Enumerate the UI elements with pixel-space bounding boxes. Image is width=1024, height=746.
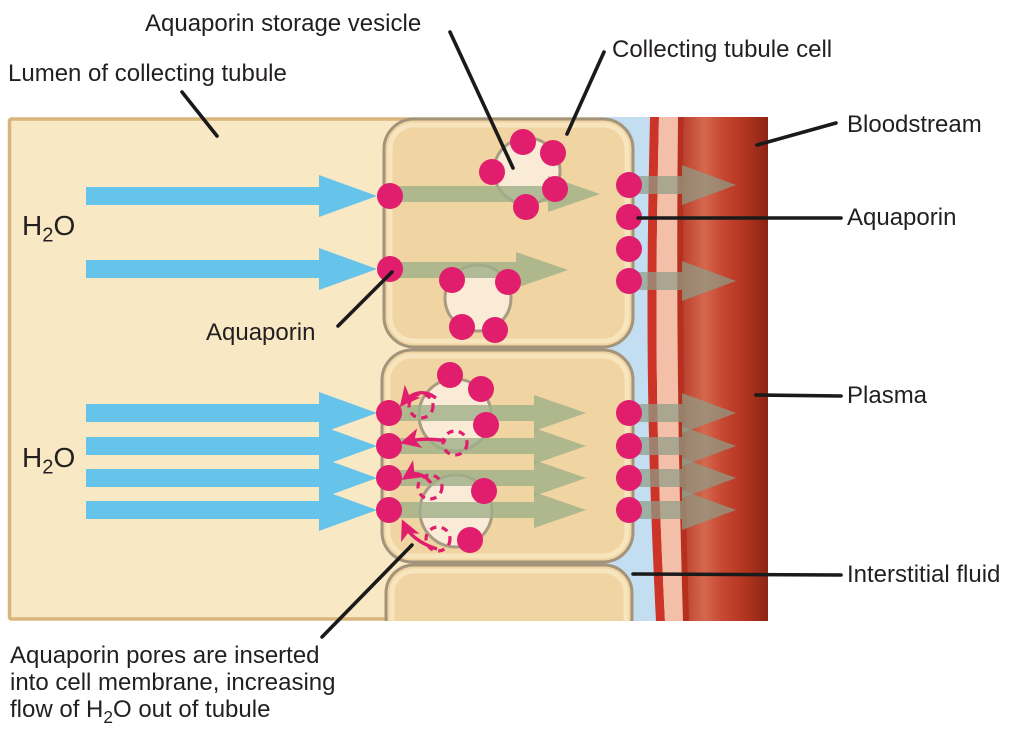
label-aquaporin-left: Aquaporin (206, 319, 316, 346)
water-flow-arrow (392, 492, 586, 528)
caption-aquaporin-insertion: Aquaporin pores are inserted into cell m… (10, 642, 336, 725)
aquaporin-dot (616, 465, 642, 491)
aquaporin-dot (471, 478, 497, 504)
aquaporin-dot (457, 527, 483, 553)
water-flow-arrow (631, 458, 736, 498)
water-flow-arrow (393, 252, 568, 288)
aquaporin-dot (377, 256, 403, 282)
leader-interstitial (631, 572, 843, 577)
aquaporin-dots (376, 129, 642, 553)
leader-caption (320, 543, 414, 639)
leader-lines (180, 30, 843, 639)
caption-line-3: flow of H2O out of tubule (10, 696, 336, 725)
label-storage-vesicle: Aquaporin storage vesicle (145, 10, 422, 37)
collecting-tubule-cell-2 (380, 348, 635, 564)
label-h2o-upper: H2O (22, 210, 76, 246)
capillary-wall-edge (677, 117, 690, 621)
h2o-tail: O (53, 210, 76, 241)
aquaporin-dot (510, 129, 536, 155)
aquaporin-dot (616, 433, 642, 459)
cell-inner-highlight (387, 122, 630, 344)
capillary-wall-outer (647, 117, 665, 621)
insertion-arrow (400, 428, 447, 448)
water-flow-arrow (631, 261, 736, 301)
h2o-base: H (22, 442, 43, 473)
leader-lumen (180, 90, 219, 138)
aquaporin-dot (540, 140, 566, 166)
bloodstream-region (683, 117, 768, 621)
leader-storage-vesicle (448, 30, 515, 170)
label-interstitial: Interstitial fluid (847, 561, 1001, 588)
aquaporin-dot (449, 314, 475, 340)
caption-line-1: Aquaporin pores are inserted (10, 642, 320, 669)
h2o-base: H (22, 210, 43, 241)
caption-line-2: into cell membrane, increasing (10, 669, 336, 696)
aquaporin-dot (376, 400, 402, 426)
aquaporin-dot (479, 159, 505, 185)
water-flow-arrow (631, 165, 736, 205)
aquaporin-dashed-outline (424, 525, 452, 553)
insertion-arrow (401, 519, 438, 551)
aquaporin-dot (377, 183, 403, 209)
water-arrow (86, 392, 377, 434)
caption-line3-pre: flow of H (10, 696, 104, 723)
aquaporin-dashed-outline (441, 429, 469, 457)
aquaporin-insertion (399, 384, 469, 553)
aquaporin-dot (616, 236, 642, 262)
h2o-sub: 2 (42, 224, 54, 247)
water-arrow (86, 175, 377, 217)
water-flow-arrow (631, 426, 736, 466)
aquaporin-dot (437, 362, 463, 388)
h2o-tail: O (53, 442, 76, 473)
aquaporin-dot (495, 269, 521, 295)
water-arrow (86, 489, 377, 531)
water-flow-arrow (392, 428, 586, 464)
aquaporin-dot (376, 497, 402, 523)
aquaporin-dot (616, 497, 642, 523)
label-lumen: Lumen of collecting tubule (8, 60, 287, 87)
water-arrow (86, 425, 377, 467)
aquaporin-dot (376, 433, 402, 459)
label-h2o-lower: H2O (22, 442, 76, 478)
capillary-wall-inner (656, 117, 684, 621)
leader-tubule-cell (565, 50, 606, 136)
leader-plasma (754, 393, 843, 398)
flow-arrows-bloodstream (631, 165, 736, 530)
aquaporin-dot (376, 465, 402, 491)
label-tubule-cell: Collecting tubule cell (612, 36, 833, 63)
caption-line3-sub: 2 (103, 706, 113, 727)
water-arrow (86, 248, 377, 290)
water-arrow (86, 457, 377, 499)
label-bloodstream: Bloodstream (847, 111, 982, 138)
water-arrows-lumen (86, 175, 377, 531)
insertion-arrow (401, 460, 433, 485)
caption-line3-post: O out of tubule (112, 696, 271, 723)
aquaporin-dot (513, 194, 539, 220)
aquaporin-dashed-outline (416, 473, 444, 501)
aquaporin-dot (468, 376, 494, 402)
aquaporin-dot (616, 172, 642, 198)
leader-aquaporin-left (336, 270, 394, 328)
aquaporin-dot (439, 267, 465, 293)
insertion-arrow (399, 384, 438, 407)
aquaporin-dot (542, 176, 568, 202)
h2o-sub: 2 (42, 456, 54, 479)
aquaporin-dot (616, 204, 642, 230)
water-flow-arrow (631, 490, 736, 530)
aquaporin-dot (473, 412, 499, 438)
aquaporin-dot (482, 317, 508, 343)
water-flow-arrow (392, 460, 586, 496)
collecting-tubule-cell-3 (384, 563, 634, 621)
label-aquaporin-right: Aquaporin (847, 204, 957, 231)
water-flow-arrow (631, 393, 736, 433)
aquaporin-dot (616, 400, 642, 426)
aquaporin-dot (616, 268, 642, 294)
label-plasma: Plasma (847, 382, 928, 409)
cell-inner-highlight (389, 568, 629, 621)
leader-bloodstream (755, 121, 838, 147)
